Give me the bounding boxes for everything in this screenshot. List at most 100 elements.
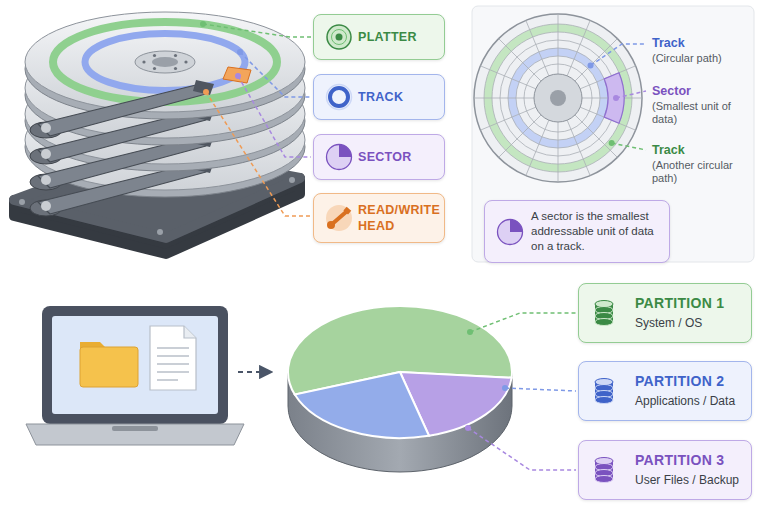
- leader-line: [612, 143, 646, 150]
- db-icon-band: [595, 319, 613, 326]
- pie-top: [288, 306, 512, 438]
- leader-line: [591, 44, 646, 65]
- sector-line: [499, 115, 541, 157]
- sector-icon: [327, 145, 352, 170]
- sector-icon-wedge: [510, 219, 523, 232]
- sector-line: [526, 120, 549, 175]
- part-name: PLATTER: [358, 29, 437, 45]
- sector-line: [567, 120, 590, 175]
- text-block: A sector is the smallest addressable uni…: [531, 203, 668, 259]
- track-icon-ring: [330, 88, 348, 106]
- document-line: [157, 347, 189, 349]
- partition-desc: System / OS: [635, 316, 744, 331]
- partition-desc: User Files / Backup: [635, 473, 744, 488]
- pivot-cap: [41, 175, 51, 185]
- note-text: A sector is the smallest addressable uni…: [531, 209, 662, 253]
- sector-wedge: [604, 73, 624, 124]
- document: [150, 326, 196, 390]
- leader-dot: [235, 73, 241, 79]
- partition-box: PARTITION 3 User Files / Backup: [578, 440, 752, 500]
- icon: [589, 455, 619, 485]
- text-block: PARTITION 1System / OS: [635, 289, 750, 337]
- text-block: READ/WRITE HEAD: [358, 196, 443, 240]
- sector-line: [558, 14, 559, 74]
- leader-line: [206, 92, 311, 216]
- document-line: [157, 355, 189, 357]
- head-icon-bg: [326, 205, 352, 231]
- platter-icon-hub: [336, 34, 343, 41]
- pivot-cap: [41, 123, 51, 133]
- partition-title: PARTITION 3: [635, 452, 744, 470]
- partition-title: PARTITION 2: [635, 373, 744, 391]
- leader-dot: [467, 329, 473, 335]
- partition-leader: [467, 313, 576, 335]
- partition-leader: [465, 425, 576, 470]
- icon: [324, 142, 354, 172]
- laptop-screen: [52, 316, 218, 414]
- spindle: [135, 51, 195, 73]
- text-block: SECTOR: [358, 143, 443, 171]
- hard-drive: [14, 12, 305, 254]
- head: [193, 80, 214, 95]
- laptop-base: [26, 424, 244, 445]
- leader-line: [203, 24, 311, 37]
- spindle-screw: [153, 67, 156, 70]
- text-block: TRACK: [358, 83, 443, 111]
- spindle-screw: [153, 54, 156, 57]
- disk-surface: [474, 14, 642, 182]
- icon: [324, 22, 354, 52]
- leader-line: [470, 313, 576, 332]
- screw: [157, 229, 163, 235]
- document-fold: [184, 326, 196, 338]
- head-icon-tip: [343, 207, 351, 215]
- pivot-cap: [41, 201, 51, 211]
- head-icon-pivot: [327, 221, 335, 229]
- part-name: READ/WRITE HEAD: [358, 202, 437, 234]
- sector-line: [575, 39, 617, 81]
- sector-line: [474, 98, 534, 99]
- leader-dot: [237, 49, 243, 55]
- document-line: [157, 371, 189, 373]
- part-note: (Another circular path): [652, 159, 736, 185]
- sector-icon-wedge: [339, 145, 352, 158]
- track-icon: [327, 85, 352, 110]
- leader-dot: [465, 425, 471, 431]
- leader-dot: [502, 385, 508, 391]
- arm: [38, 84, 206, 136]
- folder: [80, 347, 138, 387]
- callout-box: READ/WRITE HEAD: [313, 193, 445, 243]
- leader-line: [616, 91, 646, 98]
- platter-icon-ring: [332, 30, 347, 45]
- text-block: PLATTER: [358, 23, 443, 51]
- sector-line: [567, 20, 590, 75]
- platter-leader: [200, 21, 311, 37]
- pivot-cap: [41, 149, 51, 159]
- db-icon-band: [595, 476, 613, 483]
- partition-pie: [288, 306, 512, 472]
- partition-desc: Applications / Data: [635, 394, 744, 409]
- pie-slice: [295, 372, 429, 438]
- part-note: (Smallest unit of data): [652, 100, 736, 126]
- icon: [324, 82, 354, 112]
- text-block: PARTITION 2 Applications / Data: [635, 367, 750, 415]
- platter-icon: [327, 25, 351, 49]
- document-line: [157, 363, 189, 365]
- screw: [19, 199, 25, 205]
- sector-line: [526, 20, 549, 75]
- hub: [534, 74, 582, 122]
- panel: [472, 6, 754, 262]
- db-icon-band: [595, 397, 613, 404]
- part-label: Track: [652, 36, 748, 51]
- sector-leader: [613, 91, 646, 101]
- spindle-screw: [142, 60, 145, 63]
- track-ring: [53, 22, 277, 102]
- leader-line: [505, 388, 576, 391]
- sector-line: [480, 66, 535, 89]
- document-line: [157, 379, 178, 381]
- note-box: A sector is the smallest addressable uni…: [484, 200, 670, 263]
- text-block: PARTITION 3 User Files / Backup: [635, 446, 750, 494]
- laptop: [26, 306, 244, 445]
- partition-box: PARTITION 1System / OS: [578, 283, 752, 343]
- leader-line: [468, 428, 576, 470]
